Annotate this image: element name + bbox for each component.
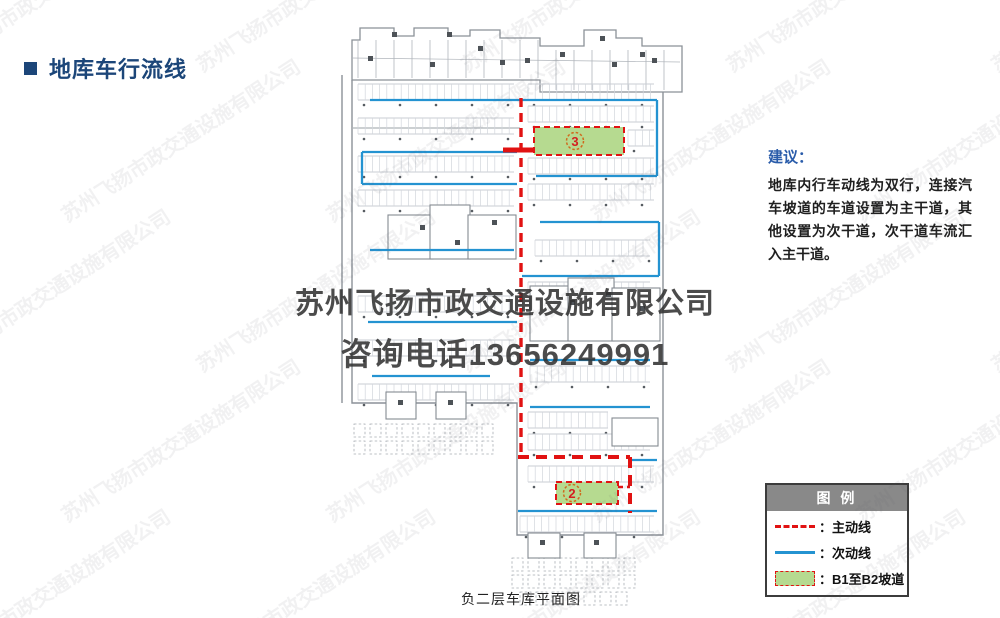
- secondary-flow-lines: [360, 98, 661, 513]
- ramp-3-badge: 3: [571, 134, 578, 149]
- suggestion-header: 建议：: [768, 149, 814, 166]
- building-footprints: [385, 204, 661, 559]
- legend-body: ：主动线 ：次动线 ：B1至B2坡道: [767, 511, 907, 595]
- legend-label-main-line: ：主动线: [819, 520, 872, 535]
- ramp-2-badge-circle: [562, 483, 582, 503]
- legend-header: 图 例: [767, 485, 907, 511]
- page-title-row: 地库车行流线: [24, 52, 187, 84]
- plan-caption: 负二层车库平面图: [461, 591, 581, 607]
- suggestion-body: 地库内行车动线为双行，连接汽车坡道的车道设置为主干道，其他设置为次干道，次干道车…: [768, 177, 972, 262]
- legend-item-main-line: ：主动线: [775, 517, 899, 536]
- main-flow-line-bottom: [518, 455, 632, 513]
- suggestion-block: 建议： 地库内行车动线为双行，连接汽车坡道的车道设置为主干道，其他设置为次干道，…: [768, 146, 972, 266]
- title-bullet-square: [24, 61, 37, 75]
- garage-outline: [341, 75, 664, 536]
- green-ramp-swatch: [775, 571, 815, 586]
- legend-label-ramp: ：B1至B2坡道: [819, 572, 905, 587]
- legend-label-secondary-line: ：次动线: [819, 546, 872, 561]
- room-marks: [368, 32, 657, 545]
- page-title: 地库车行流线: [49, 57, 188, 82]
- legend-item-secondary-line: ：次动线: [775, 543, 899, 562]
- ramp-area-2: [555, 481, 619, 505]
- legend: 图 例 ：主动线 ：次动线 ：B1至B2坡道: [765, 483, 909, 597]
- ramp-area-3: [533, 126, 625, 156]
- ramp-3-badge-circle: [565, 131, 585, 151]
- ramp-2-badge: 2: [568, 486, 575, 501]
- building-band-rooms: [351, 40, 681, 90]
- red-dashed-line-swatch: [775, 525, 815, 528]
- parking-stalls: [353, 83, 654, 606]
- legend-item-ramp: ：B1至B2坡道: [775, 569, 904, 588]
- blue-solid-line-swatch: [775, 551, 815, 554]
